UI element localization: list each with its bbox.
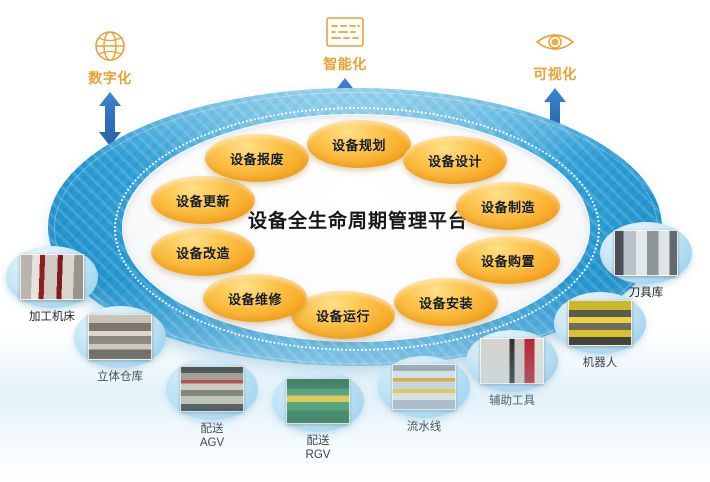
stage-renovation[interactable]: 设备改造 [151,228,255,276]
stage-label: 设备改造 [175,245,230,261]
asset-bubble [554,292,646,354]
stage-design[interactable]: 设备设计 [403,136,507,184]
concept-intelligent[interactable]: 智能化 [290,12,400,74]
stage-procurement[interactable]: 设备购置 [456,236,560,284]
concept-digital[interactable]: 数字化 [55,26,165,88]
eye-icon [500,22,610,62]
asset-label: 配送 RGV [305,435,331,461]
concept-label: 智能化 [323,56,367,72]
asset-photo [20,254,84,300]
stage-maintenance[interactable]: 设备维修 [203,274,307,322]
asset-photo [480,338,544,384]
ring-inner-dotted-edge [114,107,600,351]
stage-label: 设备更新 [175,193,230,209]
asset-assembly-line[interactable]: 流水线 [378,356,470,435]
stage-label: 设备运行 [315,308,370,324]
asset-label: 辅助工具 [489,395,535,407]
asset-machine-tools[interactable]: 加工机床 [6,246,98,325]
stage-installation[interactable]: 设备安装 [394,278,498,326]
asset-label: 立体仓库 [97,371,143,383]
stage-renewal[interactable]: 设备更新 [151,176,255,224]
asset-bubble [272,370,364,432]
asset-tool-library[interactable]: 刀具库 [600,222,692,301]
asset-bubble [600,222,692,284]
asset-warehouse[interactable]: 立体仓库 [74,306,166,385]
asset-label: 配送 AGV [199,423,225,449]
asset-bubble [6,246,98,308]
stage-label: 设备安装 [418,295,473,311]
stage-operation[interactable]: 设备运行 [291,291,395,339]
asset-bubble [466,330,558,392]
concept-label: 可视化 [533,66,577,82]
asset-photo [568,300,632,346]
stage-label: 设备购置 [480,253,535,269]
stage-label: 设备维修 [227,291,282,307]
asset-rgv[interactable]: 配送 RGV [272,370,364,462]
asset-label: 机器人 [582,357,618,369]
document-icon [290,12,400,52]
asset-photo [614,230,678,276]
asset-photo [180,366,244,412]
asset-auxiliary-tool[interactable]: 辅助工具 [466,330,558,409]
concept-label: 数字化 [88,70,132,86]
asset-photo [88,314,152,360]
stage-label: 设备规划 [331,137,386,153]
asset-photo [392,364,456,410]
asset-bubble [74,306,166,368]
stage-manufacturing[interactable]: 设备制造 [456,182,560,230]
asset-label: 加工机床 [29,311,75,323]
asset-robot[interactable]: 机器人 [554,292,646,371]
asset-agv[interactable]: 配送 AGV [166,358,258,450]
stage-label: 设备设计 [427,153,482,169]
asset-bubble [378,356,470,418]
stage-scrapping[interactable]: 设备报废 [205,134,309,182]
asset-label: 刀具库 [628,287,664,299]
asset-label: 流水线 [406,421,442,433]
arrow-digital [98,92,122,151]
stage-label: 设备报废 [229,151,284,167]
concept-visual[interactable]: 可视化 [500,22,610,84]
globe-icon [55,26,165,66]
stage-planning[interactable]: 设备规划 [307,120,411,168]
stage-label: 设备制造 [480,199,535,215]
platform-title: 设备全生命周期管理平台 [247,211,468,232]
asset-photo [286,378,350,424]
asset-bubble [166,358,258,420]
